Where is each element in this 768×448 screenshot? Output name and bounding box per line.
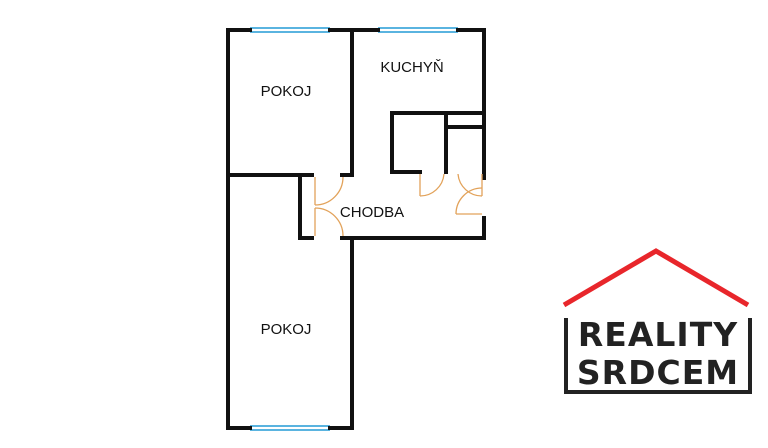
door-entrance bbox=[455, 187, 483, 215]
windows bbox=[250, 27, 458, 431]
room-label-pokoj-bottom: POKOJ bbox=[261, 321, 312, 338]
logo: REALITY SRDCEM bbox=[562, 248, 752, 394]
window-top-right bbox=[378, 27, 458, 33]
walls bbox=[226, 28, 486, 430]
door-bathroom bbox=[419, 173, 445, 197]
door-upper-room bbox=[314, 176, 344, 206]
logo-line1: REALITY bbox=[578, 315, 738, 354]
door-wc bbox=[457, 173, 483, 197]
logo-roof-icon bbox=[562, 248, 750, 308]
room-label-pokoj-top: POKOJ bbox=[261, 83, 312, 100]
room-label-chodba: CHODBA bbox=[340, 204, 404, 221]
doors bbox=[314, 173, 483, 237]
logo-line2: SRDCEM bbox=[577, 353, 739, 392]
window-bottom bbox=[250, 425, 330, 431]
door-lower-room bbox=[314, 207, 344, 237]
room-label-kuchyn: KUCHYŇ bbox=[380, 59, 443, 76]
window-top-left bbox=[250, 27, 330, 33]
logo-frame-icon bbox=[564, 318, 752, 394]
